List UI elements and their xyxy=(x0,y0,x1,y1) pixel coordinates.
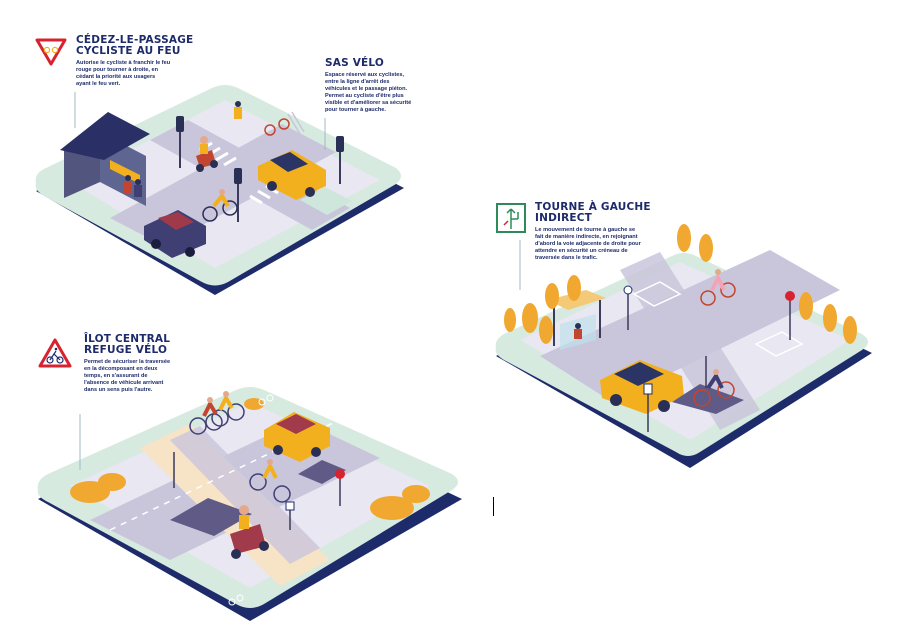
purple-car-scene1 xyxy=(144,210,206,258)
cyclist-scene1 xyxy=(202,189,238,222)
cyclist-warning-sign-icon xyxy=(38,338,72,368)
bus-shelter xyxy=(548,290,606,350)
bike-rack-scene1 xyxy=(264,111,305,136)
desc-line: attendre en sécurité un créneau de xyxy=(535,248,628,254)
label-cedez: CÉDEZ-LE-PASSAGE CYCLISTE AU FEU Autoris… xyxy=(76,35,206,88)
refuge-island-scene2 xyxy=(672,384,744,414)
label-ilot-central: ÎLOT CENTRAL REFUGE VÉLO Permet de sécur… xyxy=(84,334,204,394)
desc-line: visible et d'améliorer sa sécurité xyxy=(325,100,412,106)
signposts-scene2 xyxy=(623,285,795,432)
traffic-light-2 xyxy=(234,168,242,184)
pedestrians-scene1 xyxy=(124,101,242,197)
label-tourne-a-gauche: TOURNE À GAUCHE INDIRECT Le mouvement de… xyxy=(535,202,685,262)
desc-line: d'abord la voie adjacente de droite pour xyxy=(535,241,641,247)
yellow-car-scene1 xyxy=(258,150,326,200)
desc-line: Permet au cycliste d'être plus xyxy=(325,93,404,99)
desc-line: véhicules et le passage piéton. xyxy=(325,86,408,92)
scene2-road-side xyxy=(620,252,760,430)
cyclist-waiting-scene2 xyxy=(693,369,735,407)
trees-scene2 xyxy=(504,224,857,344)
title-tourne-line1: TOURNE À GAUCHE xyxy=(535,201,651,213)
title-ilot-line2: REFUGE VÉLO xyxy=(84,344,168,356)
yellow-car-scene2 xyxy=(600,360,684,414)
scene-cedez-le-passage xyxy=(35,85,404,295)
indirect-left-turn-sign-icon xyxy=(496,203,526,233)
desc-line: en la décomposant en deux xyxy=(84,366,158,372)
desc-line: rouge pour tourner à droite, en xyxy=(76,67,159,73)
callout-lines xyxy=(74,92,521,470)
shop-awning xyxy=(110,160,140,184)
refuge-island-left xyxy=(170,498,252,536)
scene2-waiting-boxes xyxy=(632,281,804,357)
cyclist-riding-scene2 xyxy=(700,269,736,306)
desc-line: ayant le feu vert. xyxy=(76,81,121,87)
signposts-scene3 xyxy=(173,452,345,530)
scene-tourne-a-gauche xyxy=(495,224,872,468)
yield-cyclist-sign-icon xyxy=(35,38,67,66)
desc-line: Autorise le cycliste à franchir le feu xyxy=(76,60,171,66)
title-ilot-line1: ÎLOT CENTRAL xyxy=(84,333,171,345)
desc-tourne: Le mouvement de tourne à gauche se fait … xyxy=(535,227,685,262)
desc-line: fait de manière indirecte, en rejoignant xyxy=(535,234,638,240)
scooter-rider-scene1 xyxy=(196,136,218,172)
desc-line: pour tourner à gauche. xyxy=(325,107,386,113)
desc-line: Espace réservé aux cyclistes, xyxy=(325,72,404,78)
desc-line: dans un sens puis l'autre. xyxy=(84,387,153,393)
cyclist-crossing-scene3 xyxy=(249,459,291,503)
yellow-car-scene3 xyxy=(264,412,330,462)
text-cursor xyxy=(493,497,494,516)
desc-line: Le mouvement de tourne à gauche se xyxy=(535,227,636,233)
desc-line: temps, en s'assurant de xyxy=(84,373,148,379)
label-sas-velo: SAS VÉLO Espace réservé aux cyclistes, e… xyxy=(325,58,435,114)
title-cedez-line2: CYCLISTE AU FEU xyxy=(76,45,181,57)
desc-ilot: Permet de sécuriser la traversée en la d… xyxy=(84,359,204,394)
traffic-light-1 xyxy=(176,116,184,132)
scooter-rider-scene3 xyxy=(230,505,269,559)
scene-ilot-central xyxy=(37,387,462,621)
refuge-island-right xyxy=(298,460,346,484)
desc-line: l'absence de véhicule arrivant xyxy=(84,380,164,386)
bike-lane-markings-scene3 xyxy=(228,394,274,606)
shop-roof xyxy=(60,112,150,160)
desc-line: entre la ligne d'arrêt des xyxy=(325,79,390,85)
desc-line: Permet de sécuriser la traversée xyxy=(84,359,171,365)
traffic-light-3 xyxy=(336,136,344,152)
title-cedez-line1: CÉDEZ-LE-PASSAGE xyxy=(76,34,194,46)
scene3-road-cross xyxy=(170,426,320,564)
title-tourne-line2: INDIRECT xyxy=(535,212,593,224)
desc-line: traversée dans le trafic. xyxy=(535,255,598,261)
desc-cedez: Autorise le cycliste à franchir le feu r… xyxy=(76,60,206,88)
desc-line: cédant la priorité aux usagers xyxy=(76,74,156,80)
desc-sas-velo: Espace réservé aux cyclistes, entre la l… xyxy=(325,72,435,114)
cyclists-pair-scene3 xyxy=(189,391,245,435)
title-sas-velo: SAS VÉLO xyxy=(325,57,385,69)
